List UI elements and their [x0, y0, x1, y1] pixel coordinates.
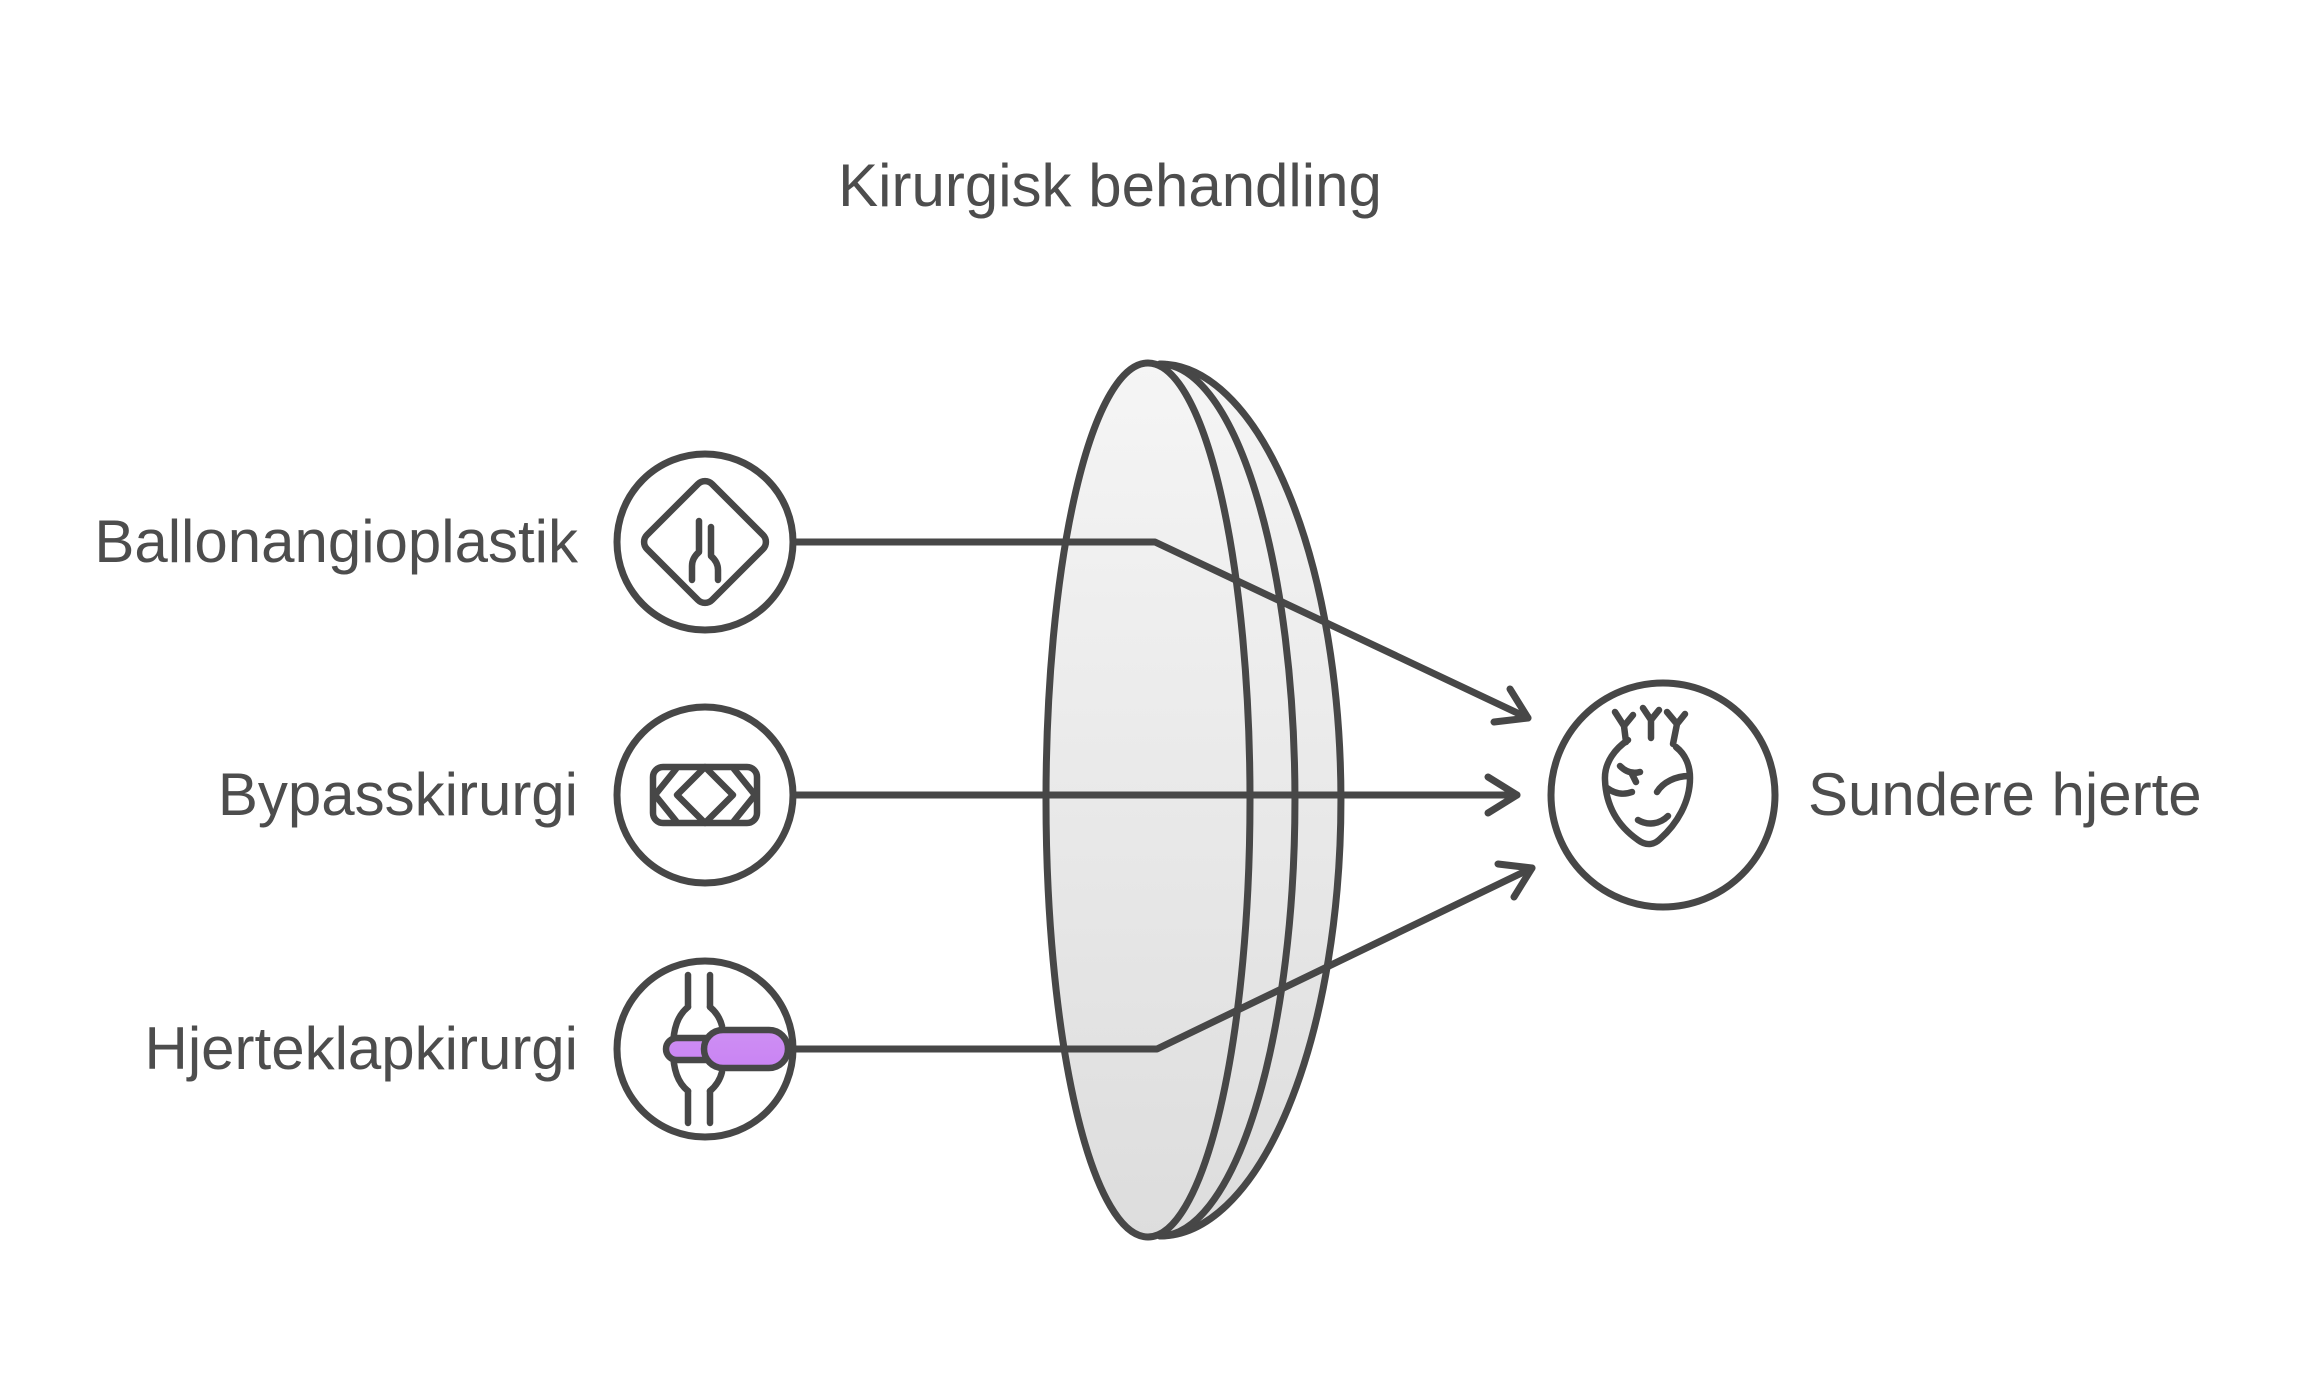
connectors: [791, 538, 1536, 1053]
node-sundere-hjerte: [1547, 679, 1779, 911]
node-circle-green: [613, 703, 797, 887]
arrowhead-top: [1490, 685, 1532, 726]
bypass-road-icon: [649, 763, 761, 827]
label-ballonangioplastik: Ballonangioplastik: [94, 508, 578, 575]
arrowhead-bottom: [1494, 860, 1536, 901]
node-bypasskirurgi: [613, 703, 797, 887]
node-circle-blue: [613, 450, 797, 634]
arrowhead-middle: [1484, 773, 1521, 817]
connector-ballonangioplastik: [791, 538, 1532, 722]
lens-front-face: [1042, 359, 1254, 1241]
label-hjerteklapkirurgi: Hjerteklapkirurgi: [144, 1015, 578, 1082]
lens: [1042, 359, 1345, 1241]
label-bypasskirurgi: Bypasskirurgi: [217, 761, 578, 828]
valve-balloon-icon: [662, 971, 792, 1127]
node-ballonangioplastik: [613, 450, 797, 634]
outcome-circle-gray: [1547, 679, 1779, 911]
connector-hjerteklapkirurgi: [791, 864, 1536, 1053]
node-hjerteklapkirurgi: [613, 957, 797, 1141]
road-narrows-icon: [640, 477, 770, 607]
heart-icon: [1601, 704, 1694, 848]
label-sundere-hjerte: Sundere hjerte: [1808, 761, 2202, 828]
diagram-title: Kirurgisk behandling: [838, 152, 1382, 219]
node-circle-purple: [613, 957, 797, 1141]
